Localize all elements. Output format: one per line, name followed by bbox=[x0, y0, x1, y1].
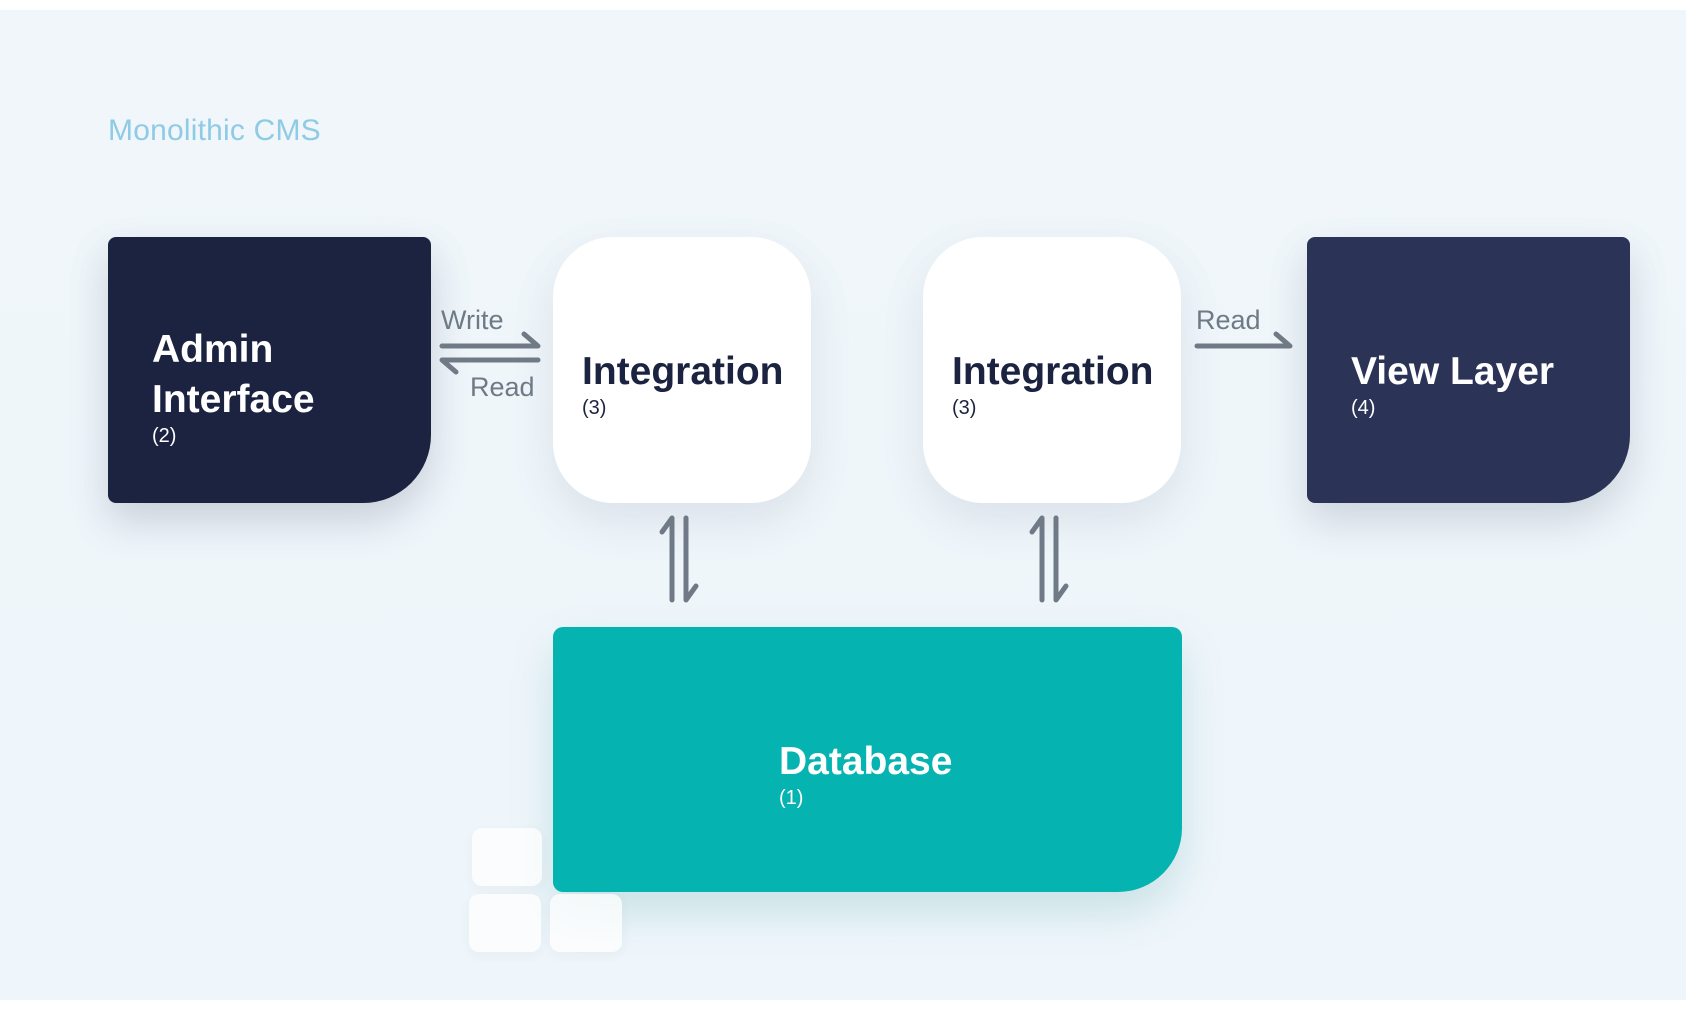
integration-node-right: Integration (3) bbox=[923, 237, 1181, 503]
database-label: Database bbox=[779, 740, 953, 783]
admin-interface-node: Admin Interface (2) bbox=[108, 237, 431, 503]
decorative-tile bbox=[469, 894, 541, 952]
database-node: Database (1) bbox=[553, 627, 1182, 892]
admin-label-line2: Interface bbox=[152, 378, 315, 421]
decorative-tile bbox=[550, 894, 622, 952]
integration-left-label: Integration bbox=[582, 350, 784, 393]
integration-left-number: (3) bbox=[582, 397, 607, 419]
write-label: Write bbox=[441, 305, 504, 335]
read-label-left: Read bbox=[470, 372, 535, 402]
view-layer-number: (4) bbox=[1351, 397, 1376, 419]
connector-arrows bbox=[439, 331, 1293, 603]
db-arrow-left-down bbox=[683, 515, 699, 603]
read-arrow-right bbox=[1194, 331, 1293, 349]
admin-label-line1: Admin bbox=[152, 328, 274, 371]
read-arrow-left bbox=[439, 357, 541, 375]
database-number: (1) bbox=[779, 787, 804, 809]
view-layer-label: View Layer bbox=[1351, 350, 1555, 393]
admin-interface-label: Admin Interface bbox=[152, 325, 315, 425]
diagram-title: Monolithic CMS bbox=[108, 114, 321, 147]
integration-node-left: Integration (3) bbox=[553, 237, 811, 503]
integration-right-label: Integration bbox=[952, 350, 1154, 393]
admin-interface-number: (2) bbox=[152, 425, 177, 447]
view-layer-node: View Layer (4) bbox=[1307, 237, 1630, 503]
diagram-canvas: Monolithic CMS Admin Interface (2) Integ… bbox=[0, 10, 1686, 1000]
read-label-right: Read bbox=[1196, 305, 1261, 335]
integration-right-number: (3) bbox=[952, 397, 977, 419]
decorative-tile bbox=[472, 828, 542, 886]
db-arrow-left-up bbox=[659, 515, 675, 603]
db-arrow-right-up bbox=[1029, 515, 1045, 603]
write-arrow bbox=[439, 331, 541, 349]
db-arrow-right-down bbox=[1053, 515, 1069, 603]
